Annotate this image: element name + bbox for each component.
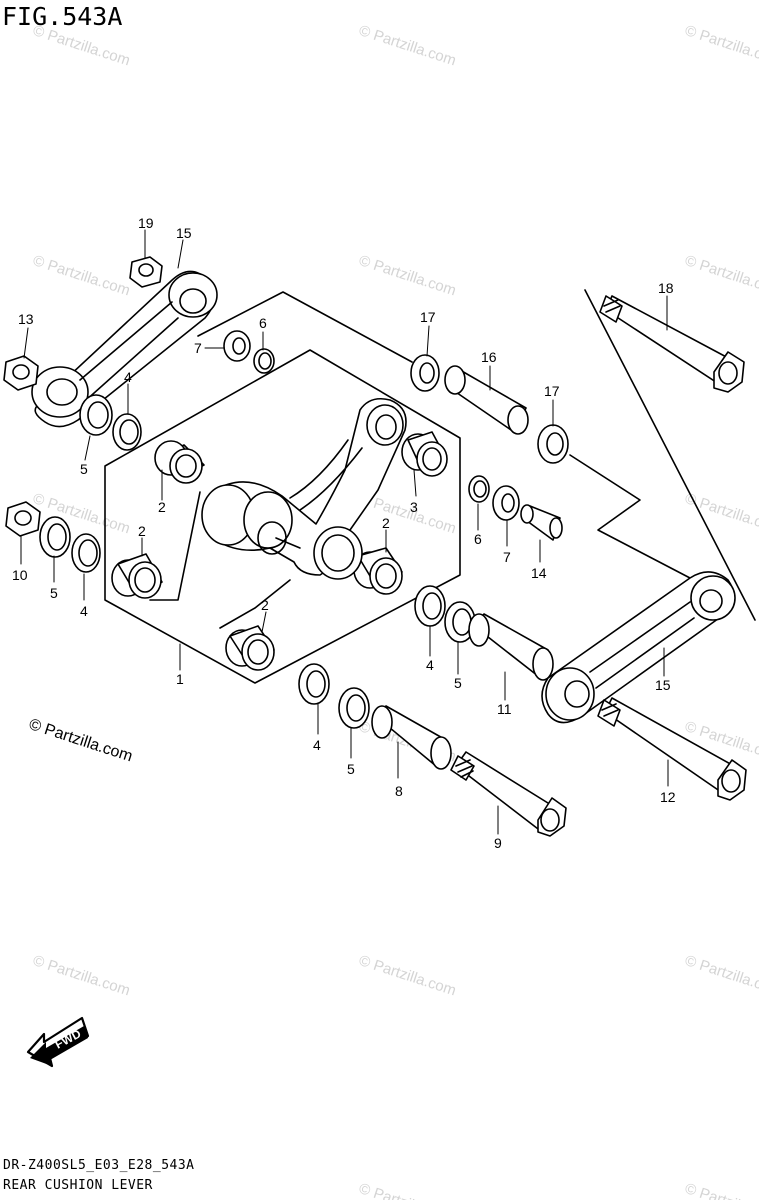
assembly-leader-line bbox=[219, 579, 291, 629]
callout-12: 12 bbox=[660, 789, 676, 805]
sleeve-11 bbox=[468, 613, 554, 681]
callout-5-right: 5 bbox=[454, 675, 462, 691]
bearing-2d bbox=[225, 625, 275, 671]
assembly-leader-line bbox=[569, 454, 691, 579]
callout-19: 19 bbox=[138, 215, 154, 231]
callout-6-right: 6 bbox=[474, 531, 482, 547]
callout-4-lower: 4 bbox=[313, 737, 321, 753]
callout-2a: 2 bbox=[158, 499, 166, 515]
washer-7-upper bbox=[223, 330, 251, 362]
callout-17-upper: 17 bbox=[420, 309, 436, 325]
washer-7-right bbox=[492, 485, 520, 521]
drawing-code: DR-Z400SL5_E03_E28_543A bbox=[3, 1158, 195, 1173]
bolt-12 bbox=[597, 697, 747, 801]
drawing-name: REAR CUSHION LEVER bbox=[3, 1178, 153, 1193]
bearing-2c bbox=[353, 547, 403, 595]
callout-6-upper: 6 bbox=[259, 315, 267, 331]
forward-direction-arrow bbox=[26, 1016, 90, 1068]
callout-7-upper: 7 bbox=[194, 340, 202, 356]
nut-19 bbox=[129, 256, 163, 288]
callout-5-upper: 5 bbox=[80, 461, 88, 477]
sleeve-8 bbox=[371, 705, 452, 770]
callout-4-left: 4 bbox=[80, 603, 88, 619]
link-rod-left bbox=[31, 270, 218, 428]
callout-10: 10 bbox=[12, 567, 28, 583]
bolt-9 bbox=[450, 751, 567, 837]
callout-2d: 2 bbox=[261, 597, 269, 613]
callout-3: 3 bbox=[410, 499, 418, 515]
bearing-2b bbox=[111, 553, 163, 599]
callout-4-upper: 4 bbox=[124, 369, 132, 385]
callout-15-upper: 15 bbox=[176, 225, 192, 241]
callout-7-right: 7 bbox=[503, 549, 511, 565]
callout-16: 16 bbox=[481, 349, 497, 365]
sleeve-16 bbox=[444, 365, 529, 435]
link-rod-right bbox=[541, 571, 736, 724]
assembly-leader-line bbox=[149, 491, 201, 601]
callout-17-lower: 17 bbox=[544, 383, 560, 399]
callout-8: 8 bbox=[395, 783, 403, 799]
callout-4-right: 4 bbox=[426, 657, 434, 673]
spacer-14 bbox=[520, 504, 563, 541]
callout-5-left: 5 bbox=[50, 585, 58, 601]
bolt-18 bbox=[599, 295, 745, 393]
callout-13: 13 bbox=[18, 311, 34, 327]
nut-10 bbox=[5, 501, 41, 537]
callout-1: 1 bbox=[176, 671, 184, 687]
callout-14: 14 bbox=[531, 565, 547, 581]
callout-2b: 2 bbox=[138, 523, 146, 539]
assembly-leader-line bbox=[584, 289, 756, 621]
callout-18: 18 bbox=[658, 280, 674, 296]
washer-17a bbox=[410, 354, 440, 392]
cushion-lever-body bbox=[201, 397, 407, 580]
callout-5-lower: 5 bbox=[347, 761, 355, 777]
callout-2c: 2 bbox=[382, 515, 390, 531]
callout-numbers: 19 15 13 6 7 4 5 17 16 17 18 2 2 2 3 2 1… bbox=[12, 215, 676, 851]
washer-4-left bbox=[71, 533, 101, 573]
lever-assembly-outline bbox=[104, 349, 461, 684]
callout-9: 9 bbox=[494, 835, 502, 851]
nut-13 bbox=[3, 355, 39, 391]
callout-leaders bbox=[20, 229, 669, 835]
callout-11: 11 bbox=[497, 701, 512, 717]
assembly-leader-line bbox=[197, 291, 413, 363]
figure-title: FIG.543A bbox=[2, 2, 123, 31]
washer-4-upper bbox=[112, 413, 142, 451]
bearing-3 bbox=[401, 431, 448, 477]
callout-15-lower: 15 bbox=[655, 677, 671, 693]
bearing-2a bbox=[154, 440, 205, 484]
